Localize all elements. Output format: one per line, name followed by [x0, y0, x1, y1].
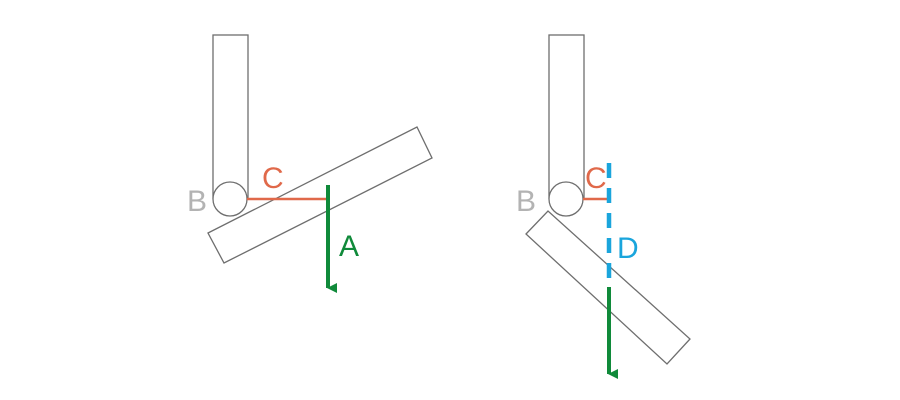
left-pivot-label: B — [187, 185, 207, 218]
right-line-label: D — [617, 232, 639, 265]
right-figure: B C D — [516, 34, 691, 379]
left-arm-label: C — [262, 162, 284, 195]
left-figure: B C A — [187, 34, 433, 293]
right-pivot-label: B — [516, 185, 536, 218]
left-upper-bar — [212, 34, 249, 199]
right-upper-bar — [548, 34, 585, 199]
left-lower-bar — [207, 126, 433, 264]
right-arm-label: C — [585, 162, 607, 195]
right-pivot-circle — [548, 181, 584, 217]
left-force-label: A — [339, 230, 359, 263]
left-pivot-circle — [212, 181, 248, 217]
